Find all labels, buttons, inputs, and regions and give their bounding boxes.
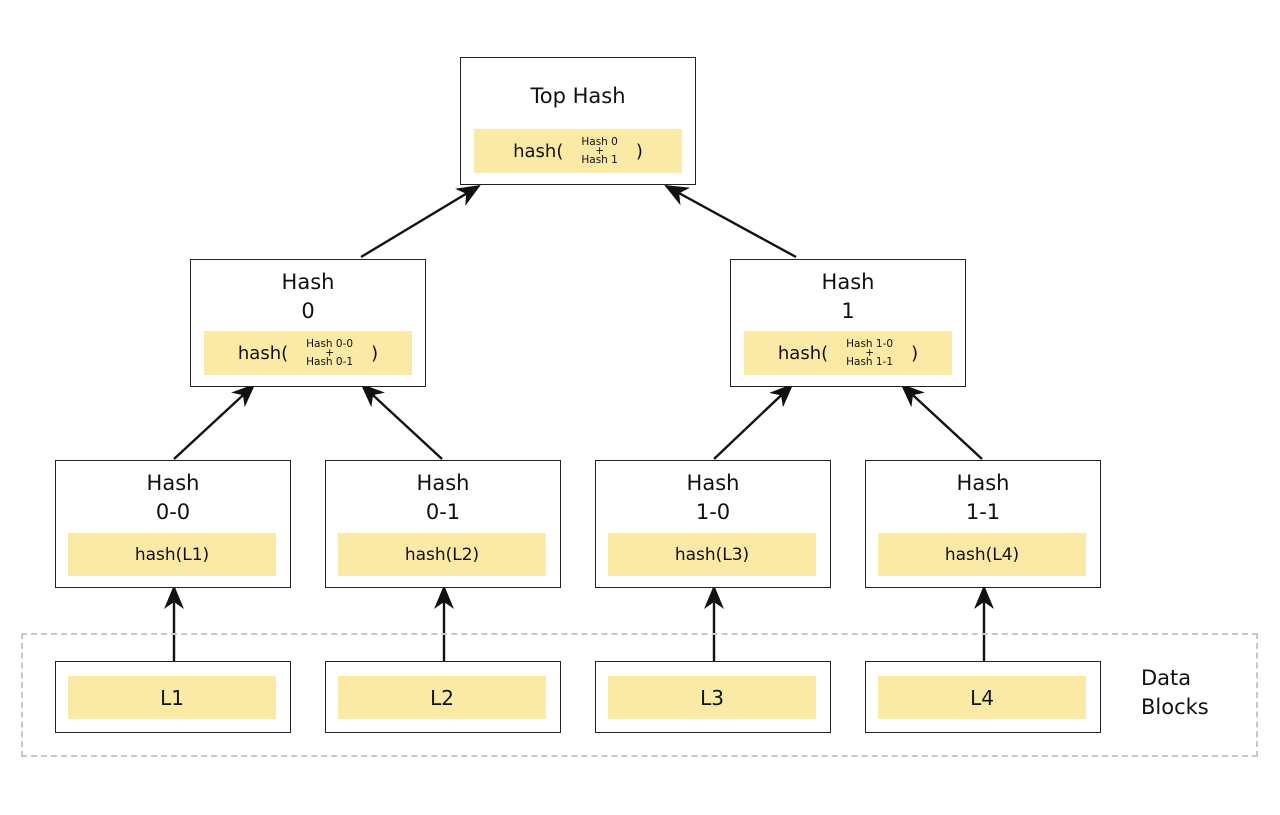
data-blocks-label-line1: Data (1141, 666, 1192, 690)
edge-hash0-to-top (360, 184, 481, 259)
close-paren: ) (371, 342, 379, 364)
hash-0-formula: hash( Hash 0-0 + Hash 0-1 ) (204, 331, 412, 375)
leaf-l2-node: L2 (325, 661, 561, 733)
hash-0-1-title-line1: Hash (416, 471, 470, 495)
hash-0-1-node: Hash 0-1 hash(L2) (325, 460, 561, 588)
hash-1-node: Hash 1 hash( Hash 1-0 + Hash 1-1 ) (730, 259, 966, 387)
leaf-l4-node: L4 (865, 661, 1101, 733)
leaf-l2-label: L2 (338, 676, 546, 719)
hash-0-0-node: Hash 0-0 hash(L1) (55, 460, 291, 588)
operand-a: Hash 0-0 (306, 337, 354, 350)
hash-0-title-line1: Hash (281, 270, 335, 294)
hash-1-1-title-line1: Hash (956, 471, 1010, 495)
hash-0-1-title-line2: 0-1 (425, 500, 461, 524)
data-blocks-region (21, 633, 1258, 757)
hash-1-1-node: Hash 1-1 hash(L4) (865, 460, 1101, 588)
plus-sign: + (865, 346, 874, 359)
top-hash-node: Top Hash hash( Hash 0 + Hash 1 ) (460, 57, 696, 185)
hash-function-label: hash( (513, 140, 564, 162)
top-hash-formula: hash( Hash 0 + Hash 1 ) (474, 129, 682, 173)
operand-a: Hash 1-0 (846, 337, 894, 350)
hash-1-0-title-line1: Hash (686, 471, 740, 495)
edge-hash11-to-hash1 (900, 383, 983, 460)
plus-sign: + (595, 144, 604, 157)
hash-0-title-line2: 0 (301, 299, 315, 323)
edge-hash1-to-top (664, 184, 797, 259)
plus-sign: + (325, 346, 334, 359)
operand-b: Hash 0-1 (306, 355, 354, 368)
hash-0-0-value: hash(L1) (68, 533, 276, 576)
close-paren: ) (635, 140, 643, 162)
leaf-l1-label: L1 (68, 676, 276, 719)
hash-1-0-value: hash(L3) (608, 533, 816, 576)
hash-1-formula: hash( Hash 1-0 + Hash 1-1 ) (744, 331, 952, 375)
data-blocks-label-line2: Blocks (1141, 695, 1209, 719)
leaf-l3-node: L3 (595, 661, 831, 733)
hash-0-0-title-line2: 0-0 (155, 500, 191, 524)
hash-0-node: Hash 0 hash( Hash 0-0 + Hash 0-1 ) (190, 259, 426, 387)
hash-1-1-title-line2: 1-1 (965, 500, 1001, 524)
leaf-l4-label: L4 (878, 676, 1086, 719)
top-hash-title: Top Hash (530, 84, 626, 108)
hash-1-title-line2: 1 (841, 299, 855, 323)
hash-0-0-title-line1: Hash (146, 471, 200, 495)
close-paren: ) (911, 342, 919, 364)
data-blocks-label: Data Blocks (1141, 664, 1209, 722)
hash-1-0-title-line2: 1-0 (695, 500, 731, 524)
operand-b: Hash 1 (581, 153, 618, 166)
leaf-l3-label: L3 (608, 676, 816, 719)
edge-hash01-to-hash0 (360, 383, 443, 460)
hash-0-1-value: hash(L2) (338, 533, 546, 576)
hash-1-1-value: hash(L4) (878, 533, 1086, 576)
hash-1-0-node: Hash 1-0 hash(L3) (595, 460, 831, 588)
edge-hash10-to-hash1 (713, 383, 794, 460)
leaf-l1-node: L1 (55, 661, 291, 733)
operand-b: Hash 1-1 (846, 355, 894, 368)
hash-function-label: hash( (237, 342, 289, 364)
hash-1-title-line1: Hash (821, 270, 875, 294)
hash-function-label: hash( (777, 342, 829, 364)
edge-hash00-to-hash0 (173, 383, 256, 460)
operand-a: Hash 0 (581, 135, 618, 148)
